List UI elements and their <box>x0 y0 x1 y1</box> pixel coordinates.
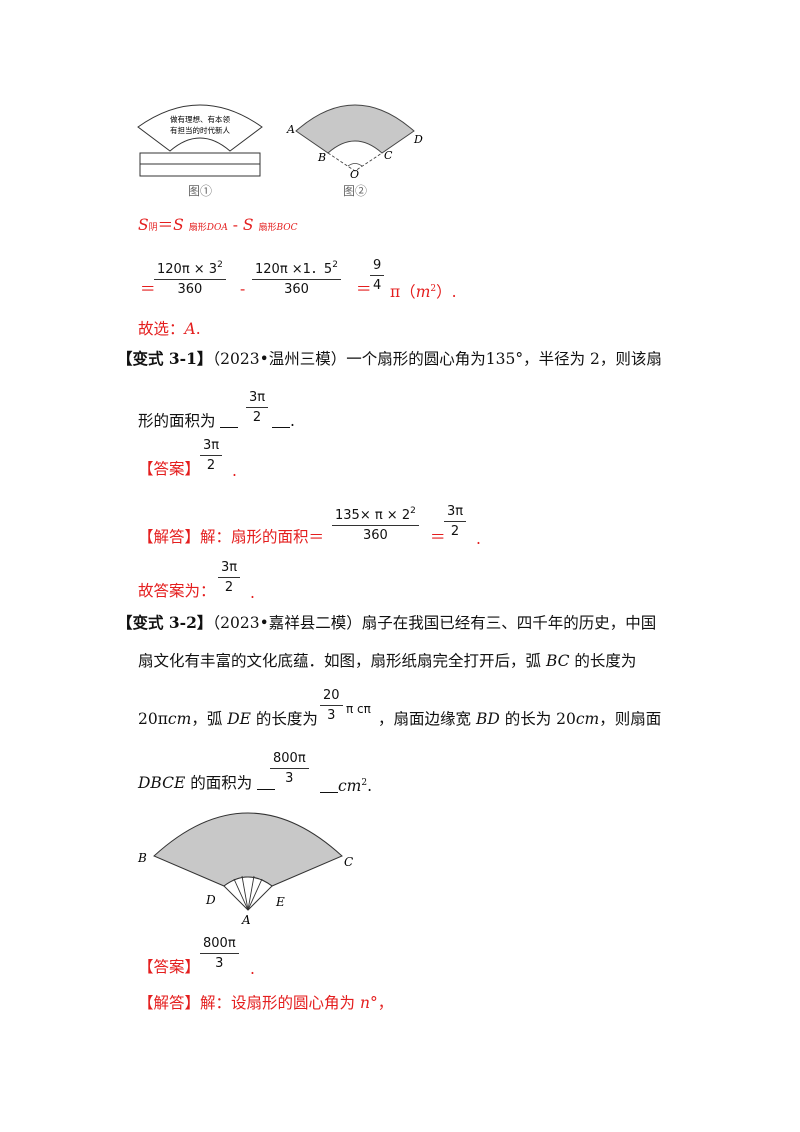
variant-3-1-question: 【变式 3-1】（2023•温州三模）一个扇形的圆心角为135°，半径为 2，则… <box>117 349 662 368</box>
fig2-label-b: B <box>317 151 326 164</box>
solve-dot: . <box>476 530 481 548</box>
fig2-label-o: O <box>350 168 359 181</box>
variant-3-1-question-line2: 形的面积为 <box>138 410 239 432</box>
area-formula-line: S阴＝S 扇形DOA - S 扇形BOC <box>138 216 298 234</box>
variant-3-2-line3a: 20πcm，弧 DE 的长度为 <box>138 710 318 728</box>
calc-minus: - <box>240 280 246 298</box>
variant-3-2-solve: 【解答】解：设扇形的圆心角为 n°， <box>138 994 394 1012</box>
answer-dot: . <box>232 462 237 480</box>
fig2-label-d: D <box>413 133 423 146</box>
variant-3-2-line2: 扇文化有丰富的文化底蕴．如图，扇形纸扇完全打开后，弧 BC 的长度为 <box>138 652 637 670</box>
figure-2-annulus-sector: A B C D O 图② <box>286 104 423 198</box>
arc-de-fraction: 20 3 <box>320 688 343 723</box>
calc-eq-2: ＝ <box>356 280 372 298</box>
variant-3-1-final: 故答案为： <box>138 582 216 600</box>
figure-folding-fan: B C D E A <box>137 812 353 927</box>
fig2-label-c: C <box>384 149 393 162</box>
variant-3-2-line4-end: cm2. <box>320 772 372 797</box>
answer-3pi-2: 3π 2 <box>200 438 223 473</box>
variant-3-1-answer-label: 【答案】 <box>138 460 201 478</box>
blank-answer-3pi-2: 3π 2 <box>246 390 269 425</box>
figure-1-fan-stand: 做有理想、有本领 有担当的时代新人 图① <box>137 104 263 198</box>
fan-label-a: A <box>241 913 251 927</box>
fan1-text-line1: 做有理想、有本领 <box>170 114 230 124</box>
fig2-caption: 图② <box>343 184 367 198</box>
variant-3-2-answer-label: 【答案】 <box>138 958 201 976</box>
fan1-text-line2: 有担当的时代新人 <box>170 125 230 135</box>
variant-3-2-line4: DBCE 的面积为 <box>138 772 276 794</box>
solve-result-3pi-2: 3π 2 <box>444 504 467 539</box>
variant-3-2-line1: 【变式 3-2】（2023•嘉祥县二模）扇子在我国已经有三、四千年的历史，中国 <box>117 613 657 632</box>
calc-result-unit: π（m2）. <box>390 283 457 301</box>
variant-3-1-solve: 【解答】解：扇形的面积＝ <box>138 528 325 546</box>
final-dot: . <box>250 584 255 602</box>
fig2-label-a: A <box>286 123 295 136</box>
calc-eq-1: ＝ <box>140 280 156 298</box>
fraction-135pi-2sq: 135× π × 22 360 <box>332 504 419 543</box>
solve-eq: ＝ <box>430 528 446 546</box>
fan-label-c: C <box>344 855 353 869</box>
blank-800pi-3: 800π 3 <box>270 751 309 786</box>
answer-800pi-3: 800π 3 <box>200 936 239 971</box>
answer-800-dot: . <box>250 960 255 978</box>
choice-line: 故选：A. <box>138 320 201 338</box>
variant-3-2-line3b: ，扇面边缘宽 BD 的长为 20cm，则扇面 <box>378 710 662 728</box>
fraction-120pi-3sq: 120π × 32 360 <box>154 258 226 297</box>
fan-label-d: D <box>205 893 216 907</box>
arc-de-unit: π cπ <box>346 702 371 716</box>
fan-label-e: E <box>275 895 285 909</box>
fraction-9-4: 9 4 <box>370 258 385 293</box>
fan-label-b: B <box>137 851 147 865</box>
fig1-caption: 图① <box>188 184 212 198</box>
final-3pi-2: 3π 2 <box>218 560 241 595</box>
blank-trail: . <box>272 410 295 432</box>
fraction-120pi-1-5sq: 120π ×1．52 360 <box>252 258 341 297</box>
